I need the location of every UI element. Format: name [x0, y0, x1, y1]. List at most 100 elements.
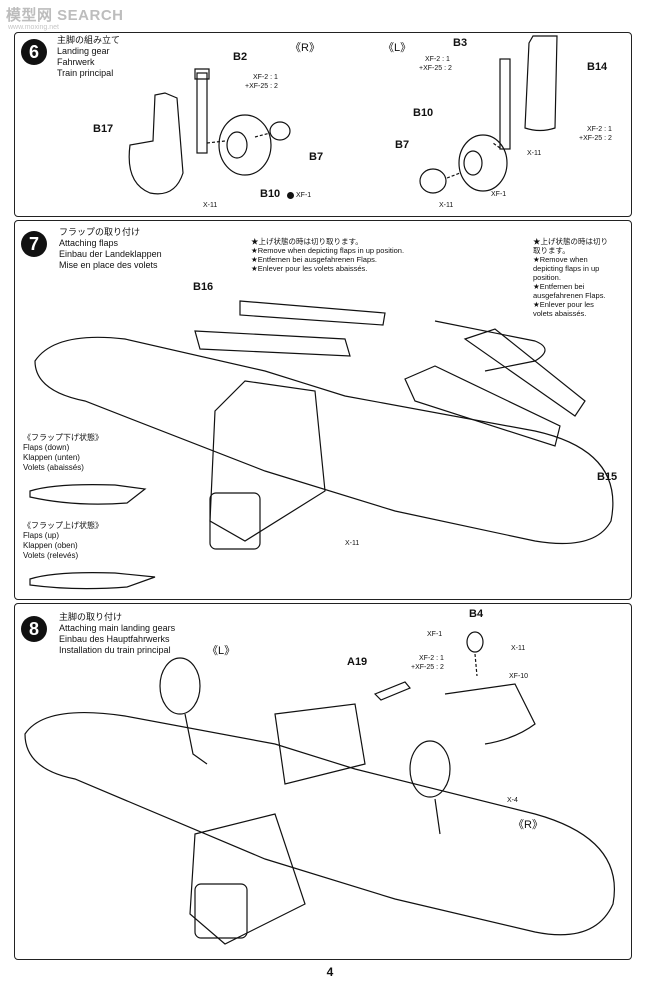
note-right-line: 取ります。	[533, 246, 570, 255]
note-left-line: ★上げ状態の時は切り取ります。	[251, 237, 363, 246]
paint-xf25-r: +XF-25 : 2	[245, 83, 278, 90]
note-left-line: ★Entfernen bei ausgefahrenen Flaps.	[251, 255, 377, 264]
step-6-number: 6	[21, 39, 47, 65]
gear-door-r	[128, 92, 184, 195]
step-7-illustration	[29, 300, 614, 590]
step-7-title-ja: フラップの取り付け	[59, 227, 141, 237]
flaps-up-line: Klappen (oben)	[23, 541, 78, 550]
step-7-note-left: ★上げ状態の時は切り取ります。 ★Remove when depicting f…	[251, 237, 404, 273]
step-8-illustration	[24, 631, 615, 945]
paint-xf2-r: XF-2 : 1	[253, 74, 278, 81]
airfoil-flaps-down	[29, 484, 147, 505]
paint-xf2-l-top: XF-2 : 1	[425, 56, 450, 63]
step-7-title-fr: Mise en place des volets	[59, 260, 158, 270]
gear-door-l	[524, 35, 558, 132]
wheel-tire-r	[218, 114, 272, 176]
note-right-line: volets abaissés.	[533, 309, 587, 318]
flaps-up-caption: 《フラップ上げ状態》 Flaps (up) Klappen (oben) Vol…	[23, 521, 103, 561]
part-b10-l: B10	[413, 107, 434, 119]
page-number: 4	[326, 965, 334, 979]
side-r-label: 《R》	[290, 42, 320, 54]
part-b10-r: B10	[260, 188, 281, 200]
part-b16: B16	[193, 281, 214, 293]
side-r-label-8: 《R》	[513, 819, 543, 831]
side-l-label-8: 《L》	[207, 645, 236, 657]
paint-xf1-r-label: XF-1	[296, 192, 312, 199]
paint-x11-r: X-11	[203, 201, 217, 210]
note-right-line: position.	[533, 273, 561, 282]
note-right-line: ★Remove when	[533, 255, 588, 264]
step-8-title-ja: 主脚の取り付け	[59, 612, 123, 622]
part-b7-l: B7	[395, 139, 410, 151]
paint-x11-l1: X-11	[527, 150, 542, 157]
flaps-down-line: Volets (abaissés)	[23, 463, 84, 472]
paint-x4-8: X-4	[507, 797, 518, 804]
paint-dot-icon	[287, 191, 294, 199]
wheel-r-8	[409, 740, 451, 798]
part-a19: A19	[347, 656, 368, 668]
step-8-number: 8	[21, 616, 47, 642]
flap-b16	[194, 330, 351, 357]
paint-xf1-8: XF-1	[427, 631, 443, 638]
paint-xf1-r: XF-1	[287, 191, 311, 200]
step-8-title-en: Attaching main landing gears	[59, 623, 176, 633]
step-6-illustration	[128, 35, 558, 195]
step-6-title-ja: 主脚の組み立て	[57, 35, 121, 45]
paint-x11-r-label: X-11	[203, 202, 218, 209]
step-7-titles: フラップの取り付け Attaching flaps Einbau der Lan…	[59, 227, 162, 271]
step-7-title-de: Einbau der Landeklappen	[59, 249, 162, 259]
side-l-label: 《L》	[383, 42, 412, 54]
paint-xf25-l: +XF-25 : 2	[579, 135, 612, 142]
wheel-hub-l	[419, 168, 447, 194]
step-8-title-fr: Installation du train principal	[59, 645, 171, 655]
gear-strut-l	[499, 58, 511, 150]
tail-plane	[434, 320, 546, 372]
note-right-line: ★Entfernen bei	[533, 282, 585, 291]
part-b2: B2	[233, 51, 248, 63]
paint-xf1-l: XF-1	[491, 191, 507, 198]
step-8-titles: 主脚の取り付け Attaching main landing gears Ein…	[59, 612, 175, 656]
flaps-up-line: 《フラップ上げ状態》	[23, 521, 103, 530]
paint-x11-step7: X-11	[345, 540, 360, 547]
flap-b15	[404, 365, 561, 447]
wheel-tire-l	[458, 134, 508, 192]
step-6-panel: 6 主脚の組み立て Landing gear Fahrwerk Train pr…	[14, 32, 632, 217]
wing-outline-8	[24, 711, 615, 936]
airfoil-flaps-up	[29, 572, 156, 590]
note-right-line: depicting flaps in up	[533, 264, 600, 273]
part-b4-shape	[466, 631, 484, 653]
wheel-hub-r	[269, 121, 291, 141]
part-b3: B3	[453, 37, 468, 49]
step-8-panel: 8 主脚の取り付け Attaching main landing gears E…	[14, 603, 632, 960]
note-left-line: ★Enlever pour les volets abaissés.	[251, 264, 368, 273]
paint-xf25-l-top: +XF-25 : 2	[419, 65, 452, 72]
note-right-line: ★上げ状態の時は切り	[533, 237, 608, 246]
part-a19-shape	[373, 681, 411, 701]
step-7-note-right: ★上げ状態の時は切り 取ります。 ★Remove when depicting …	[533, 237, 608, 318]
step-6-title-en: Landing gear	[57, 46, 110, 56]
part-b7-r: B7	[309, 151, 324, 163]
step-6-title-fr: Train principal	[57, 68, 114, 78]
part-b4: B4	[469, 608, 484, 620]
flaps-down-line: Klappen (unten)	[23, 453, 80, 462]
step-6-titles: 主脚の組み立て Landing gear Fahrwerk Train prin…	[57, 35, 120, 79]
fuselage	[209, 380, 326, 542]
step-6-title-de: Fahrwerk	[57, 57, 95, 67]
step-7-panel: 7 フラップの取り付け Attaching flaps Einbau der L…	[14, 220, 632, 600]
note-left-line: ★Remove when depicting flaps in up posit…	[251, 246, 405, 255]
note-right-line: ausgefahrenen Flaps.	[533, 291, 606, 300]
step-7-number: 7	[21, 231, 47, 257]
flaps-down-line: 《フラップ下げ状態》	[23, 433, 103, 442]
fuselage-8	[274, 703, 366, 785]
watermark-url: www.moxing.net	[8, 24, 59, 31]
step-8-title-de: Einbau des Hauptfahrwerks	[59, 634, 170, 644]
flaps-up-line: Flaps (up)	[23, 531, 60, 540]
engine-front-8	[194, 883, 248, 939]
gear-strut-r	[196, 72, 208, 154]
tail-plane-8	[444, 683, 536, 745]
part-b14: B14	[587, 61, 608, 73]
flaps-up-line: Volets (relevés)	[23, 551, 79, 560]
paint-x11-l2: X-11	[439, 202, 454, 209]
step-7-title-en: Attaching flaps	[59, 238, 119, 248]
wheel-l-8	[159, 657, 201, 715]
